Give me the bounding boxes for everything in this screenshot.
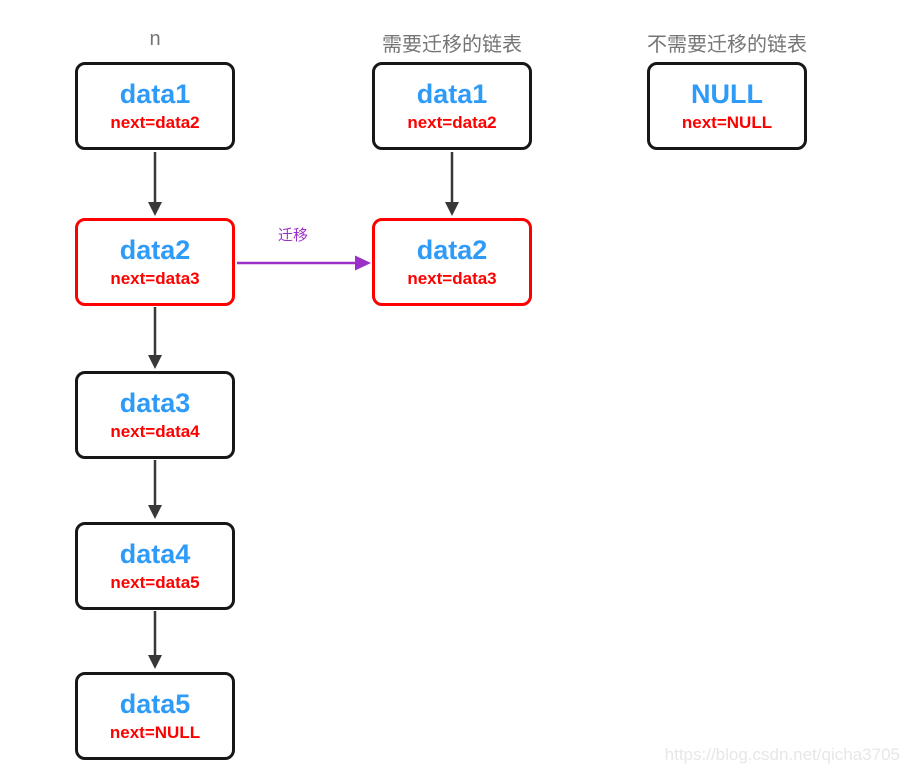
migration-arrow	[237, 255, 371, 271]
column-header-migrate-list: 需要迁移的链表	[382, 34, 522, 56]
node-n-data3: data3 next=data4	[75, 371, 235, 459]
node-n-data4: data4 next=data5	[75, 522, 235, 610]
node-next-pointer: next=data5	[110, 572, 200, 592]
node-no-migrate-null: NULL next=NULL	[647, 62, 807, 150]
node-next-pointer: next=data3	[110, 268, 200, 288]
node-migrate-data2: data2 next=data3	[372, 218, 532, 306]
node-next-pointer: next=NULL	[681, 112, 773, 132]
node-title: data3	[119, 387, 191, 418]
node-next-pointer: next=data4	[110, 421, 200, 441]
node-next-pointer: next=data3	[407, 268, 497, 288]
node-n-data2: data2 next=data3	[75, 218, 235, 306]
node-title: data2	[119, 234, 191, 265]
node-migrate-data1: data1 next=data2	[372, 62, 532, 150]
node-title: data1	[416, 78, 488, 109]
node-next-pointer: next=data2	[407, 112, 497, 132]
node-next-pointer: next=NULL	[109, 722, 201, 742]
watermark-text: https://blog.csdn.net/qicha3705	[664, 745, 900, 764]
migration-arrow-label: 迁移	[277, 227, 308, 244]
node-next-pointer: next=data2	[110, 112, 200, 132]
node-n-data5: data5 next=NULL	[75, 672, 235, 760]
node-title: NULL	[691, 78, 763, 109]
arrow-n-data4-data5	[148, 611, 162, 669]
node-title: data5	[119, 688, 191, 719]
arrow-n-data2-data3	[148, 307, 162, 369]
node-title: data2	[416, 234, 488, 265]
column-header-no-migrate-list: 不需要迁移的链表	[647, 34, 807, 56]
node-title: data1	[119, 78, 191, 109]
arrow-migrate-data1-data2	[445, 152, 459, 216]
column-header-n: n	[149, 28, 161, 50]
node-title: data4	[119, 538, 191, 569]
arrow-n-data3-data4	[148, 460, 162, 519]
node-n-data1: data1 next=data2	[75, 62, 235, 150]
arrow-n-data1-data2	[148, 152, 162, 216]
